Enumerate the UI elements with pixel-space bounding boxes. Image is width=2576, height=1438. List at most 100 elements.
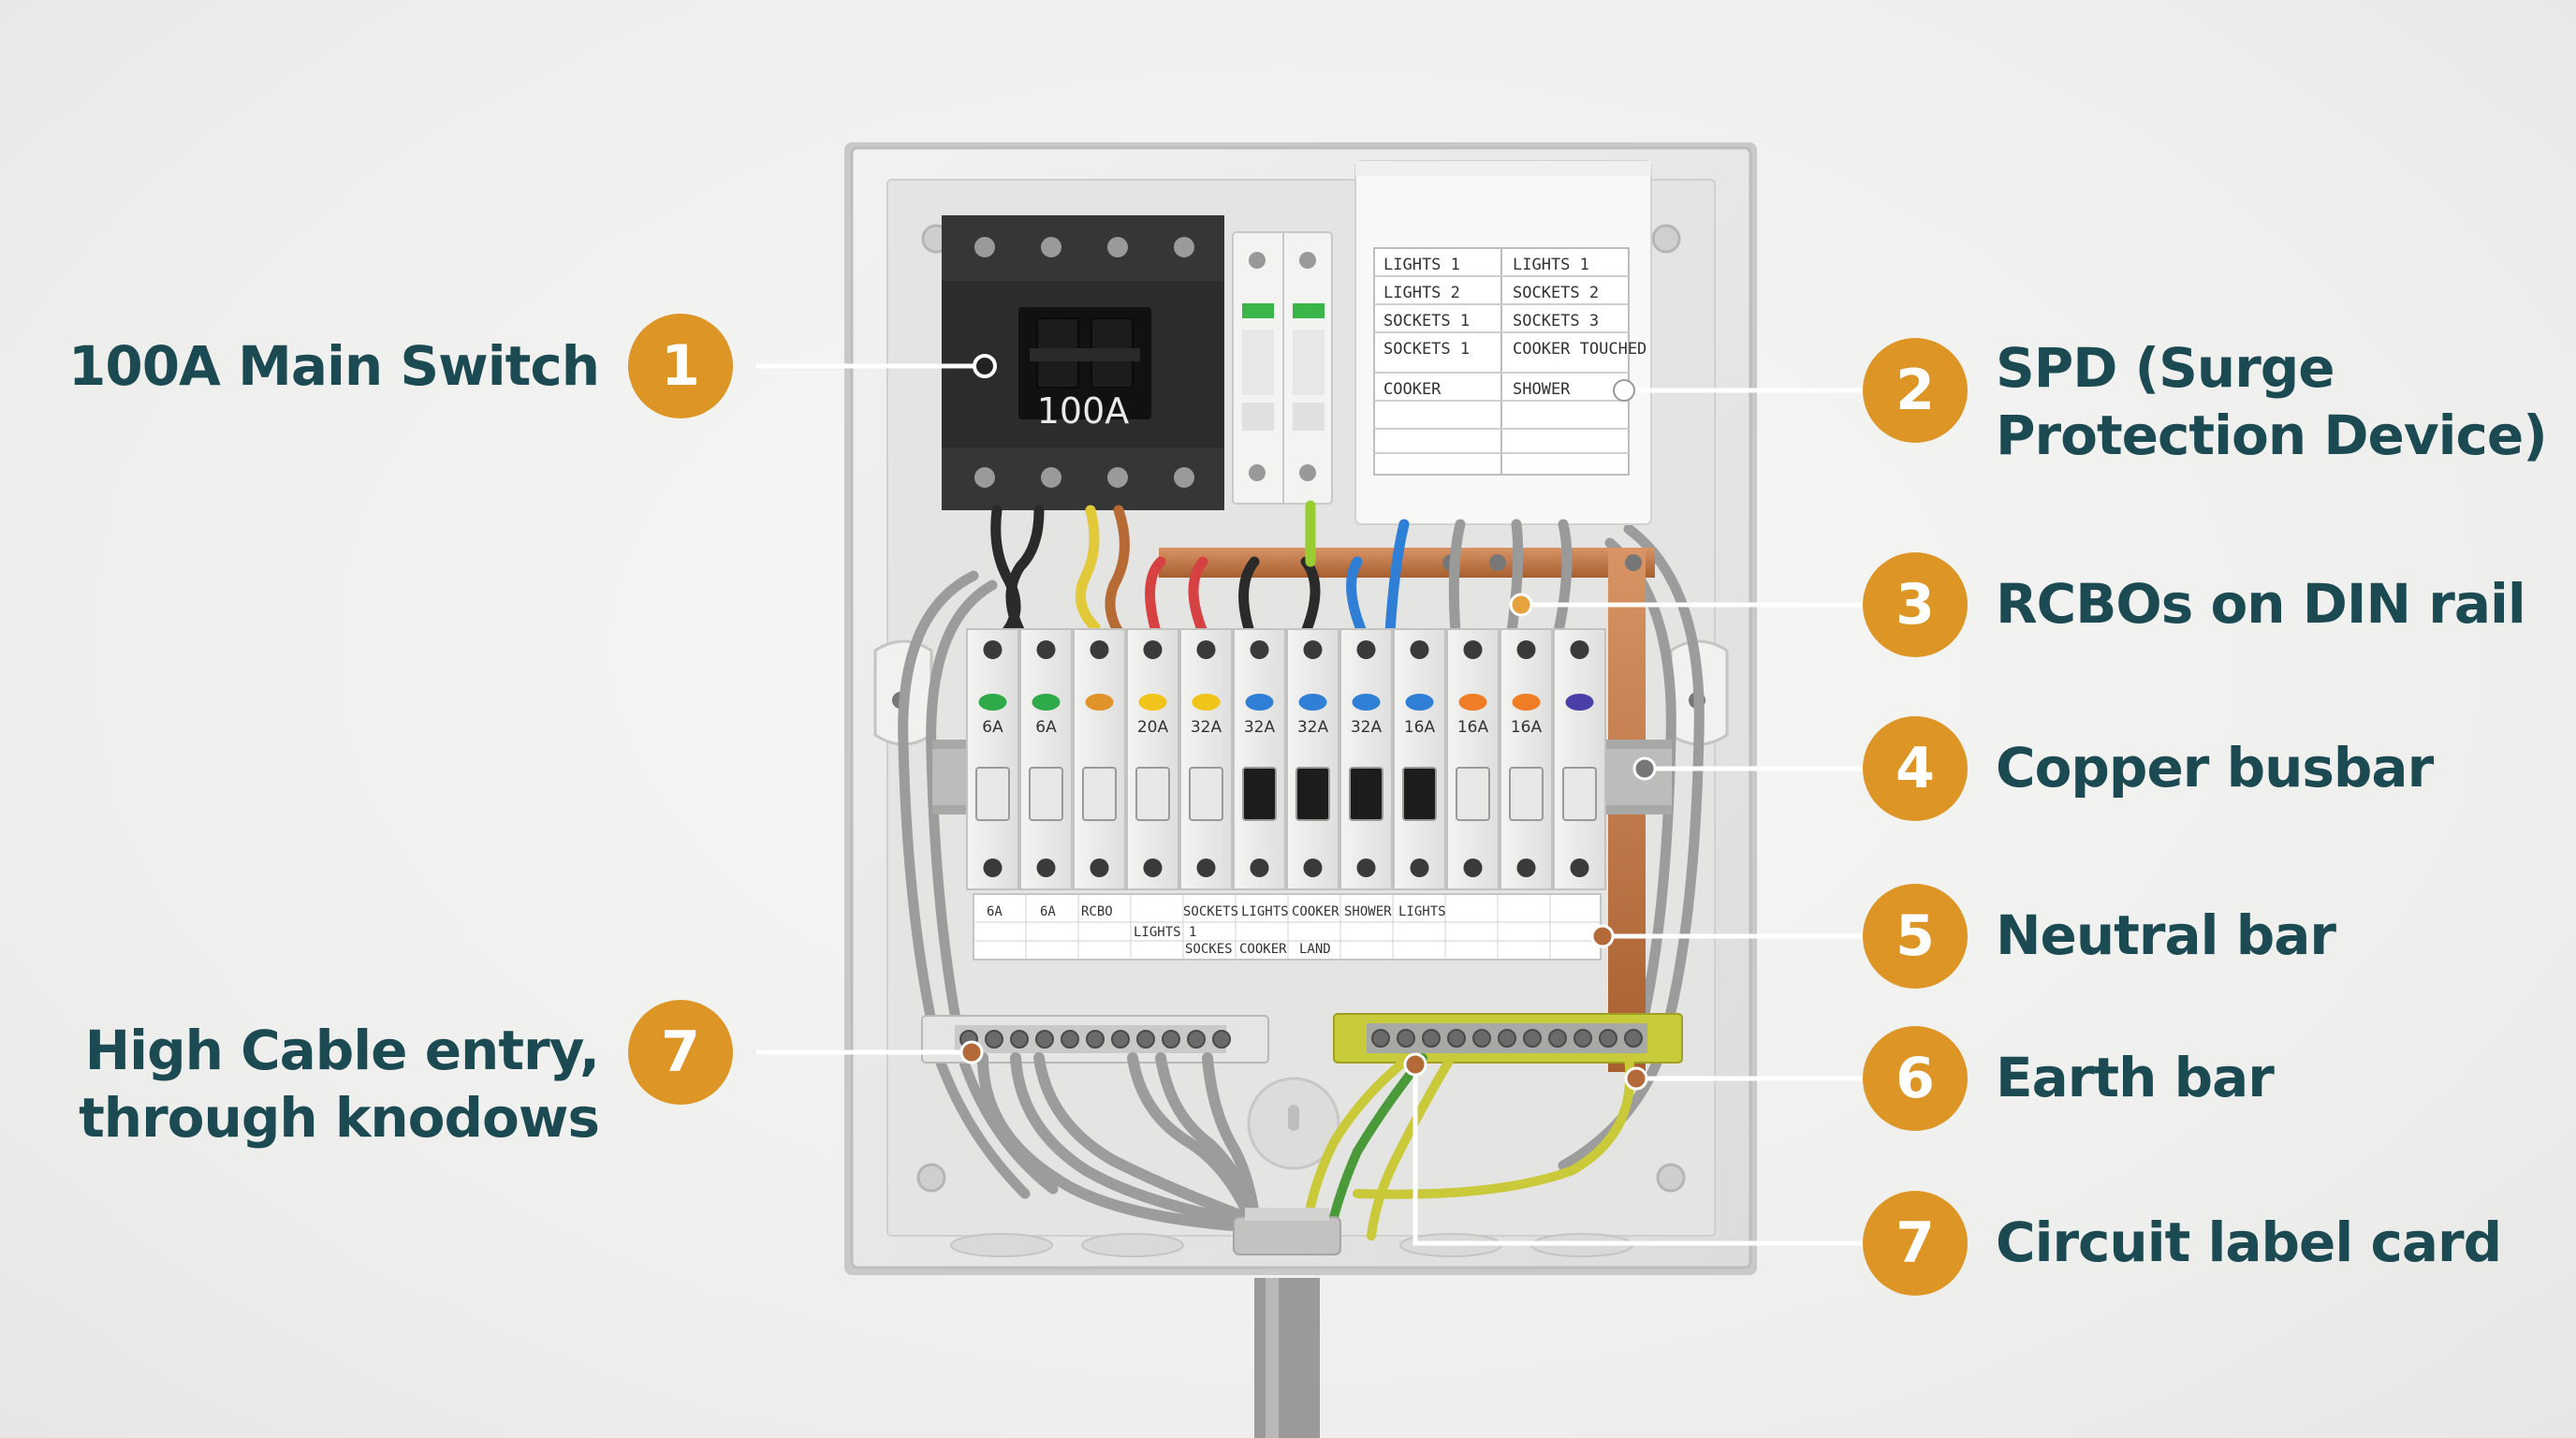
terminal-screw <box>1397 1029 1415 1048</box>
label-card-cell: SHOWER <box>1513 380 1571 399</box>
terminal-screw <box>1061 1030 1079 1049</box>
terminal-screw <box>1212 1030 1231 1049</box>
rcbo-toggle[interactable] <box>1349 767 1383 821</box>
label-card-cell: LIGHTS 2 <box>1383 284 1460 302</box>
earth-bar <box>1333 1013 1683 1064</box>
callout-label-card-label: Circuit label card <box>1996 1211 2502 1274</box>
strip-label: SHOWER <box>1344 904 1392 919</box>
leader-dots <box>959 354 1657 1091</box>
leader-lines <box>756 363 1866 1246</box>
callout-cable-entry-label: High Cable entry, through knodows <box>79 1019 600 1150</box>
rcbo-indicator <box>1245 694 1274 711</box>
neutral-bar <box>921 1015 1269 1064</box>
callout-number-2: 2 <box>1863 338 1968 443</box>
rcbo-indicator <box>978 694 1007 711</box>
neutral-cables <box>977 1052 1260 1232</box>
rcbo-rating-label: 32A <box>1191 718 1222 737</box>
callout-number-7-right: 7 <box>1863 1191 1968 1296</box>
rcbo-toggle[interactable] <box>1562 767 1597 821</box>
strip-label: COOKER <box>1239 942 1287 957</box>
rcbo-rating-label: 16A <box>1457 718 1489 737</box>
terminal-screw <box>1371 1029 1390 1048</box>
rcbo-module: 6A <box>1019 628 1073 890</box>
terminal-screw <box>1498 1029 1516 1048</box>
rcbo-rating-label: 16A <box>1511 718 1543 737</box>
rcbo-rating-label: 16A <box>1404 718 1436 737</box>
terminal-screw <box>1136 1030 1155 1049</box>
rcbo-module: 32A <box>1286 628 1339 890</box>
terminal-screw <box>1472 1029 1491 1048</box>
rcbo-module: 32A <box>1233 628 1286 890</box>
rcbo-toggle[interactable] <box>1456 767 1490 821</box>
strip-label: LIGHTS <box>1241 904 1289 919</box>
strip-label: 6A <box>1040 904 1056 919</box>
rcbo-indicator <box>1138 694 1167 711</box>
rcbo-indicator <box>1085 694 1114 711</box>
strip-label: COOKER <box>1292 904 1339 919</box>
terminal-screw <box>1573 1029 1592 1048</box>
rcbo-toggle[interactable] <box>1029 767 1063 821</box>
rcbo-module: 16A <box>1446 628 1500 890</box>
rcbo-toggle[interactable] <box>1082 767 1117 821</box>
rcbo-rating-label: 32A <box>1297 718 1329 737</box>
terminal-screw <box>1548 1029 1567 1048</box>
terminal-screw <box>1187 1030 1206 1049</box>
callout-main-switch-label: 100A Main Switch <box>67 334 600 398</box>
rcbo-module <box>1073 628 1126 890</box>
rcbo-module: 20A <box>1126 628 1179 890</box>
rcbo-rating-label: 32A <box>1351 718 1383 737</box>
terminal-screw <box>1035 1030 1054 1049</box>
callout-neutral-bar-label: Neutral bar <box>1996 903 2336 967</box>
callout-number-4: 4 <box>1863 716 1968 821</box>
callout-spd-label: SPD (Surge Protection Device) <box>1996 336 2548 467</box>
rcbo-rating-label: 32A <box>1244 718 1276 737</box>
callout-number-6: 6 <box>1863 1026 1968 1131</box>
rcbo-module: 16A <box>1500 628 1553 890</box>
rcbo-rating-label: 20A <box>1137 718 1169 737</box>
terminal-screw <box>1010 1030 1029 1049</box>
strip-label: LIGHTS 1 <box>1134 925 1196 940</box>
rcbo-toggle[interactable] <box>1295 767 1330 821</box>
rcbo-indicator <box>1458 694 1487 711</box>
rcbo-toggle[interactable] <box>1135 767 1170 821</box>
rcbo-toggle[interactable] <box>1509 767 1544 821</box>
callout-copper-busbar-label: Copper busbar <box>1996 736 2434 800</box>
circuit-label-strip: 6A 6A RCBO SOCKETS LIGHTS COOKER SHOWER … <box>973 893 1602 961</box>
rcbo-module: 16A <box>1393 628 1446 890</box>
rcbo-rating-label: 6A <box>982 718 1003 737</box>
strip-label: SOCKES <box>1185 942 1233 957</box>
callout-earth-bar-label: Earth bar <box>1996 1046 2275 1109</box>
label-card-cell: SOCKETS 1 <box>1383 312 1470 330</box>
rcbo-indicator <box>1405 694 1434 711</box>
strip-label: LIGHTS <box>1398 904 1446 919</box>
rcbo-indicator <box>1298 694 1327 711</box>
label-card-cell: SOCKETS 2 <box>1513 284 1599 302</box>
callout-number-7-left: 7 <box>628 1000 733 1105</box>
rcbo-module: 6A <box>966 628 1019 890</box>
callout-number-5: 5 <box>1863 884 1968 989</box>
rcbo-toggle[interactable] <box>1189 767 1223 821</box>
rcbo-module <box>1553 628 1606 890</box>
rcbo-indicator <box>1512 694 1541 711</box>
label-card-cell: LIGHTS 1 <box>1383 256 1460 274</box>
rcbo-toggle[interactable] <box>1242 767 1277 821</box>
label-card-cell: LIGHTS 1 <box>1513 256 1589 274</box>
terminal-screw <box>1599 1029 1617 1048</box>
rcbo-toggle[interactable] <box>975 767 1010 821</box>
label-card-cell: SOCKETS 3 <box>1513 312 1599 330</box>
rcbo-toggle[interactable] <box>1402 767 1437 821</box>
rcbo-indicator <box>1565 694 1594 711</box>
callout-number-3: 3 <box>1863 552 1968 657</box>
rcbo-module: 32A <box>1339 628 1393 890</box>
terminal-screw <box>985 1030 1003 1049</box>
main-switch: 100A <box>942 215 1224 510</box>
strip-label: RCBO <box>1081 904 1113 919</box>
rcbo-indicator <box>1192 694 1221 711</box>
terminal-screw <box>1422 1029 1441 1048</box>
label-card-cell: SOCKETS 1 <box>1383 340 1470 359</box>
label-card-cell: COOKER <box>1383 380 1442 399</box>
terminal-screw <box>1111 1030 1130 1049</box>
label-card-cell: COOKER TOUCHED <box>1513 340 1647 359</box>
rcbo-indicator <box>1032 694 1061 711</box>
